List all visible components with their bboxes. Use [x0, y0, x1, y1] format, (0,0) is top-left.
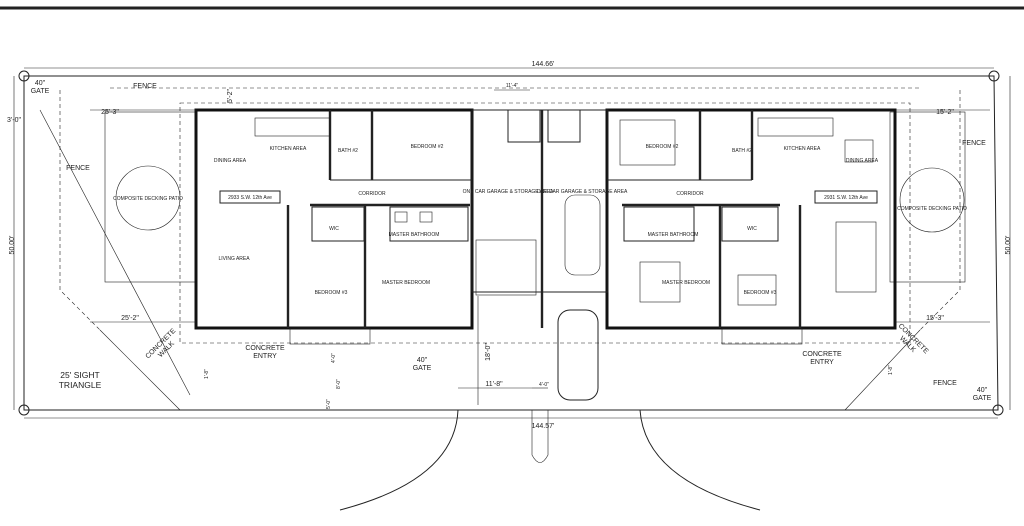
dim-small: 8'-0" — [336, 379, 342, 389]
dim-left: 50.00' — [9, 236, 16, 255]
room-label: MASTER BEDROOM — [662, 280, 710, 286]
dim-top-right: 15'-2" — [936, 109, 954, 116]
walk-label: CONCRETEWALK — [145, 327, 184, 366]
room-label: MASTER BATHROOM — [389, 232, 440, 238]
dim-garage: 11'-4" — [506, 83, 519, 89]
gate-label: 40"GATE — [973, 387, 992, 402]
kitchen-counter-left — [254, 117, 331, 137]
room-label: COMPOSITE DECKING PATIO — [113, 196, 183, 202]
kitchen-counter-right — [757, 117, 834, 137]
fence-label: FENCE — [133, 83, 157, 90]
address-left: 2933 S.W. 12th Ave — [228, 195, 272, 201]
address-box-left — [219, 190, 281, 204]
dim-small: 4'-0" — [331, 353, 337, 363]
driveway-left — [475, 239, 537, 296]
gate-label: 40"GATE — [31, 80, 50, 95]
entry-right — [721, 327, 803, 345]
room-label: ONE CAR GARAGE & STORAGE AREA — [463, 189, 554, 195]
fence-line-right — [919, 90, 961, 331]
corner-marker — [18, 70, 30, 82]
ac-unit-left — [507, 109, 541, 143]
garage-left — [471, 109, 543, 293]
sofa-right — [835, 221, 877, 293]
room-label: BEDROOM #2 — [411, 144, 444, 150]
dim-side: 3'-0" — [7, 117, 21, 124]
dim-bottom: 144.57' — [532, 423, 555, 430]
dim-right: 50.00' — [1005, 236, 1012, 255]
sink — [419, 211, 433, 223]
fence-label: FENCE — [66, 165, 90, 172]
curb-left — [339, 409, 459, 511]
walk-left-edge — [99, 329, 181, 411]
bed-right-3 — [737, 274, 777, 306]
bed-right-2 — [619, 119, 676, 166]
room-label: CORRIDOR — [358, 191, 386, 197]
dim-driveway-depth: 18'-0" — [485, 343, 492, 361]
fence-label: FENCE — [933, 380, 957, 387]
master-bath-right — [623, 206, 695, 242]
fence-line-left — [59, 90, 101, 331]
dim-top: 144.66' — [532, 61, 555, 68]
dining-table-right — [844, 139, 874, 163]
dim-center-gap: 4'-0" — [539, 382, 549, 388]
gate-label: 40"GATE — [413, 357, 432, 372]
room-label: ONE CAR GARAGE & STORAGE AREA — [537, 189, 628, 195]
address-right: 2931 S.W. 12th Ave — [824, 195, 868, 201]
dim-small: 1'-8" — [204, 369, 210, 379]
dim-bottom-right: 15'-3" — [926, 315, 944, 322]
entry-left — [289, 327, 371, 345]
dim-top-left: 25'-3" — [101, 109, 119, 116]
room-label: MASTER BEDROOM — [382, 280, 430, 286]
room-label: BEDROOM #3 — [315, 290, 348, 296]
fence-label: FENCE — [962, 140, 986, 147]
center-median — [531, 410, 549, 463]
walk-label: CONCRETEWALK — [891, 323, 930, 362]
room-label: KITCHEN AREA — [270, 146, 307, 152]
wic-left — [311, 206, 365, 242]
garage-right — [541, 109, 609, 293]
corner-marker — [18, 404, 30, 416]
wic-right — [721, 206, 779, 242]
room-label: BEDROOM #3 — [744, 290, 777, 296]
garage-car-outline — [564, 194, 601, 276]
room-label: KITCHEN AREA — [784, 146, 821, 152]
ac-unit-right — [547, 109, 581, 143]
dim-driveway-width: 11'-8" — [485, 381, 503, 388]
room-label: CORRIDOR — [676, 191, 704, 197]
room-label: DINING AREA — [846, 158, 879, 164]
address-box-right — [814, 190, 878, 204]
room-label: LIVING AREA — [218, 256, 250, 262]
sight-triangle-line — [39, 109, 191, 396]
room-label: DINING AREA — [214, 158, 247, 164]
room-label: BEDROOM #2 — [646, 144, 679, 150]
room-label: BATH #2 — [338, 148, 358, 154]
master-bath-left — [389, 206, 469, 242]
corner-marker — [988, 70, 1000, 82]
curb-right — [639, 409, 761, 511]
bed-right-master — [639, 261, 681, 303]
dim-small: 1'-8" — [888, 365, 894, 375]
dim-front: 5'-2" — [227, 89, 234, 103]
property-boundary — [23, 75, 999, 411]
room-label: MASTER BATHROOM — [648, 232, 699, 238]
patio-left-circle — [115, 165, 181, 231]
room-label: WIC — [747, 226, 757, 232]
patio-right-circle — [899, 167, 965, 233]
room-label: WIC — [329, 226, 339, 232]
patio-right — [889, 111, 966, 283]
room-label: BATH #2 — [732, 148, 752, 154]
corner-marker — [992, 404, 1004, 416]
room-label: COMPOSITE DECKING PATIO — [897, 206, 967, 212]
sink — [394, 211, 408, 223]
car-outline — [557, 309, 599, 401]
dim-bottom-left: 25'-2" — [121, 315, 139, 322]
walk-right-edge — [844, 329, 921, 411]
dim-small: 5'-0" — [326, 399, 332, 409]
